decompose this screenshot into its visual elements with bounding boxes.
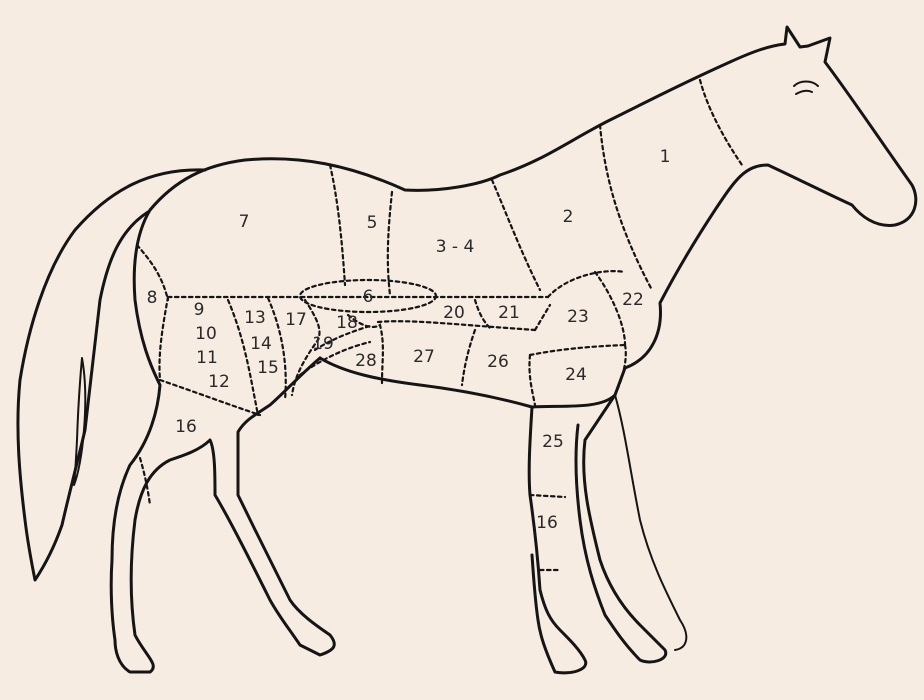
region-label-17: 17 (285, 310, 307, 330)
region-label-16-rear: 16 (175, 417, 197, 437)
region-label-28: 28 (355, 351, 377, 371)
region-label-27: 27 (413, 347, 435, 367)
region-label-8: 8 (147, 288, 158, 308)
region-label-2: 2 (563, 207, 574, 227)
region-label-12: 12 (208, 372, 230, 392)
region-label-22: 22 (622, 290, 644, 310)
region-label-1: 1 (660, 147, 671, 167)
region-label-13: 13 (244, 308, 266, 328)
region-label-15: 15 (257, 358, 279, 378)
region-label-26: 26 (487, 352, 509, 372)
region-label-20: 20 (443, 303, 465, 323)
region-label-5: 5 (367, 213, 378, 233)
region-label-10: 10 (195, 324, 217, 344)
region-label-11: 11 (196, 348, 218, 368)
region-label-9: 9 (194, 300, 205, 320)
region-label-24: 24 (565, 365, 587, 385)
region-label-16-front: 16 (536, 513, 558, 533)
region-label-3-4: 3 - 4 (436, 237, 475, 257)
region-label-25: 25 (542, 432, 564, 452)
region-label-14: 14 (250, 334, 272, 354)
region-label-19: 19 (312, 334, 334, 354)
region-label-18: 18 (336, 313, 358, 333)
region-label-6: 6 (363, 287, 374, 307)
region-label-21: 21 (498, 303, 520, 323)
region-label-7: 7 (239, 212, 250, 232)
region-label-23: 23 (567, 307, 589, 327)
